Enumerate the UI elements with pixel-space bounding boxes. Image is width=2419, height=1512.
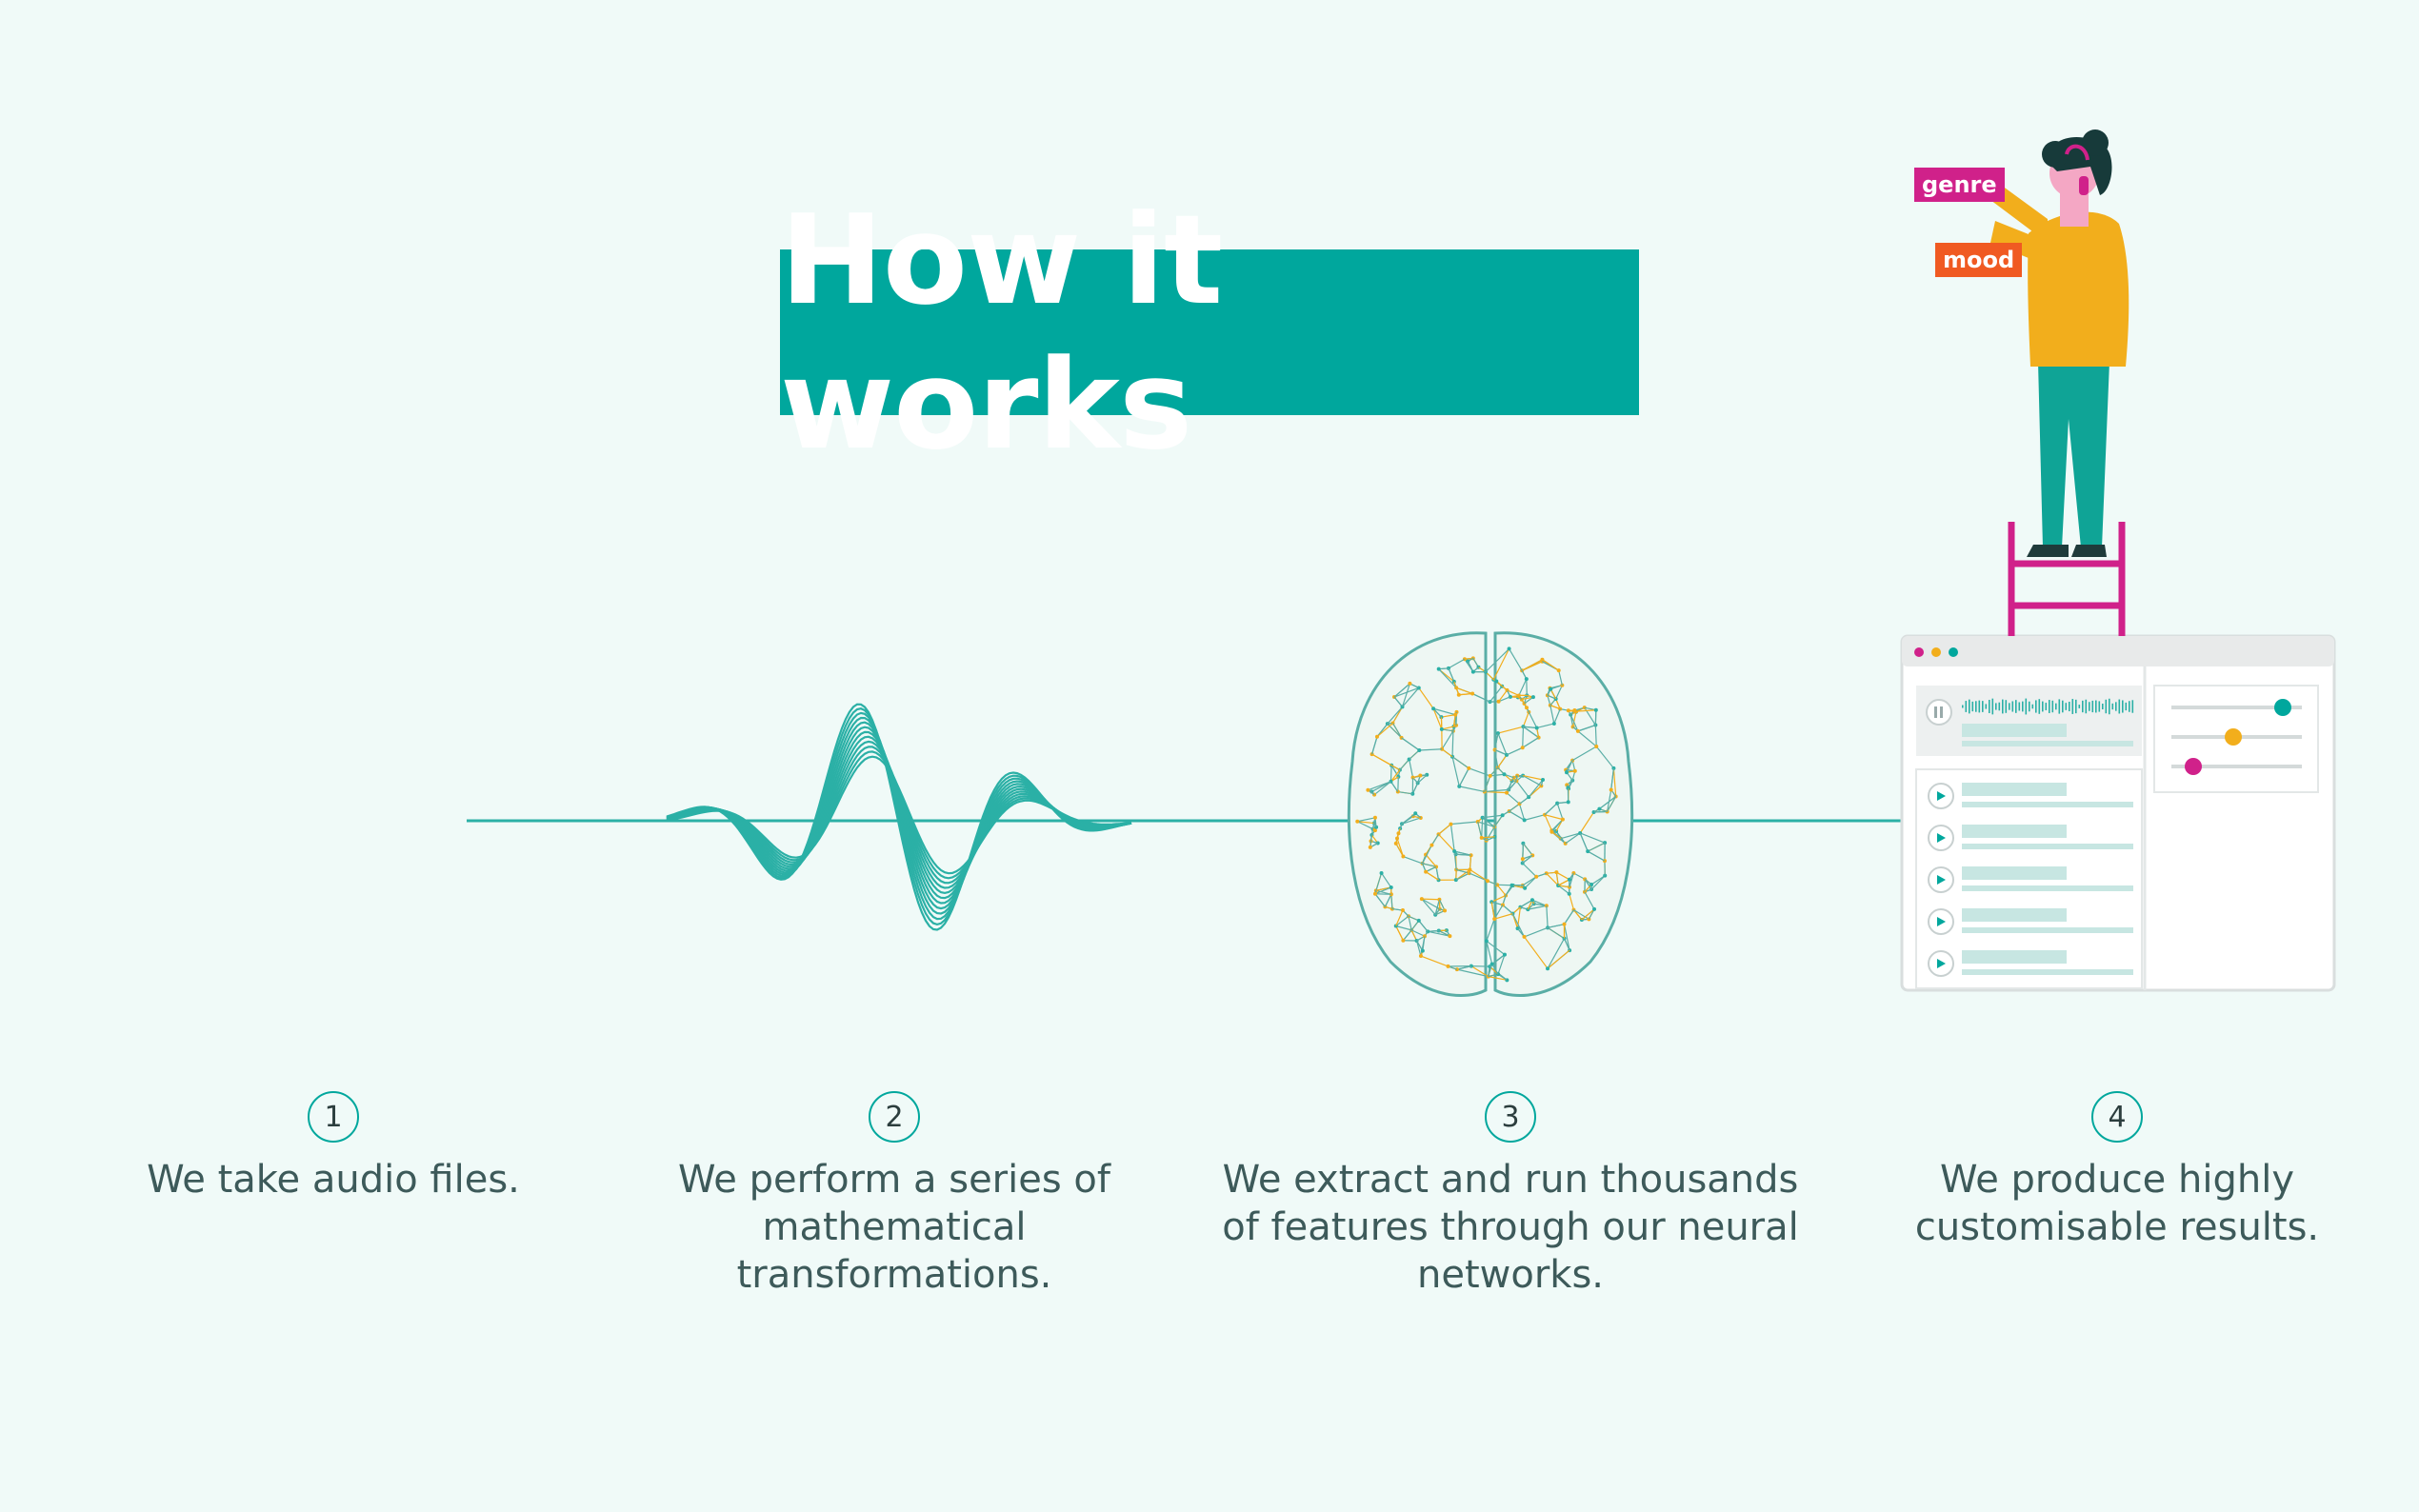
- step-number: 1: [308, 1091, 359, 1143]
- step-description: We perform a series of mathematical tran…: [678, 1158, 1110, 1297]
- title-banner: How it works: [780, 188, 1639, 477]
- page-title: How it works: [780, 188, 1223, 477]
- step-4: 4 We produce highly customisable results…: [1822, 1091, 2412, 1251]
- step-2: 2 We perform a series of mathematical tr…: [599, 1091, 1190, 1299]
- window-maximize-icon: [1949, 647, 1958, 657]
- step-3: 3 We extract and run thousands of featur…: [1215, 1091, 1806, 1299]
- mood-tag: mood: [1935, 243, 2023, 277]
- brain-network-illustration: [1347, 631, 1634, 997]
- results-app-window: [1900, 634, 2336, 992]
- window-minimize-icon: [1931, 647, 1941, 657]
- step-description: We extract and run thousands of features…: [1222, 1158, 1799, 1297]
- step-number: 4: [2091, 1091, 2143, 1143]
- step-number: 3: [1485, 1091, 1536, 1143]
- step-number: 2: [869, 1091, 920, 1143]
- step-1: 1 We take audio files.: [38, 1091, 629, 1204]
- slider-handle: [2274, 699, 2291, 716]
- ladder-illustration: [2008, 522, 2126, 636]
- step-description: We produce highly customisable results.: [1914, 1158, 2320, 1249]
- pause-icon: [1926, 699, 1952, 726]
- waveform-illustration: [666, 703, 1132, 931]
- slider-handle: [2225, 728, 2242, 746]
- window-close-icon: [1914, 647, 1924, 657]
- slider-handle: [2185, 758, 2202, 775]
- genre-tag: genre: [1914, 168, 2005, 202]
- person-illustration: [1990, 129, 2129, 557]
- headphones-icon: [2065, 144, 2089, 161]
- step-description: We take audio files.: [147, 1158, 520, 1202]
